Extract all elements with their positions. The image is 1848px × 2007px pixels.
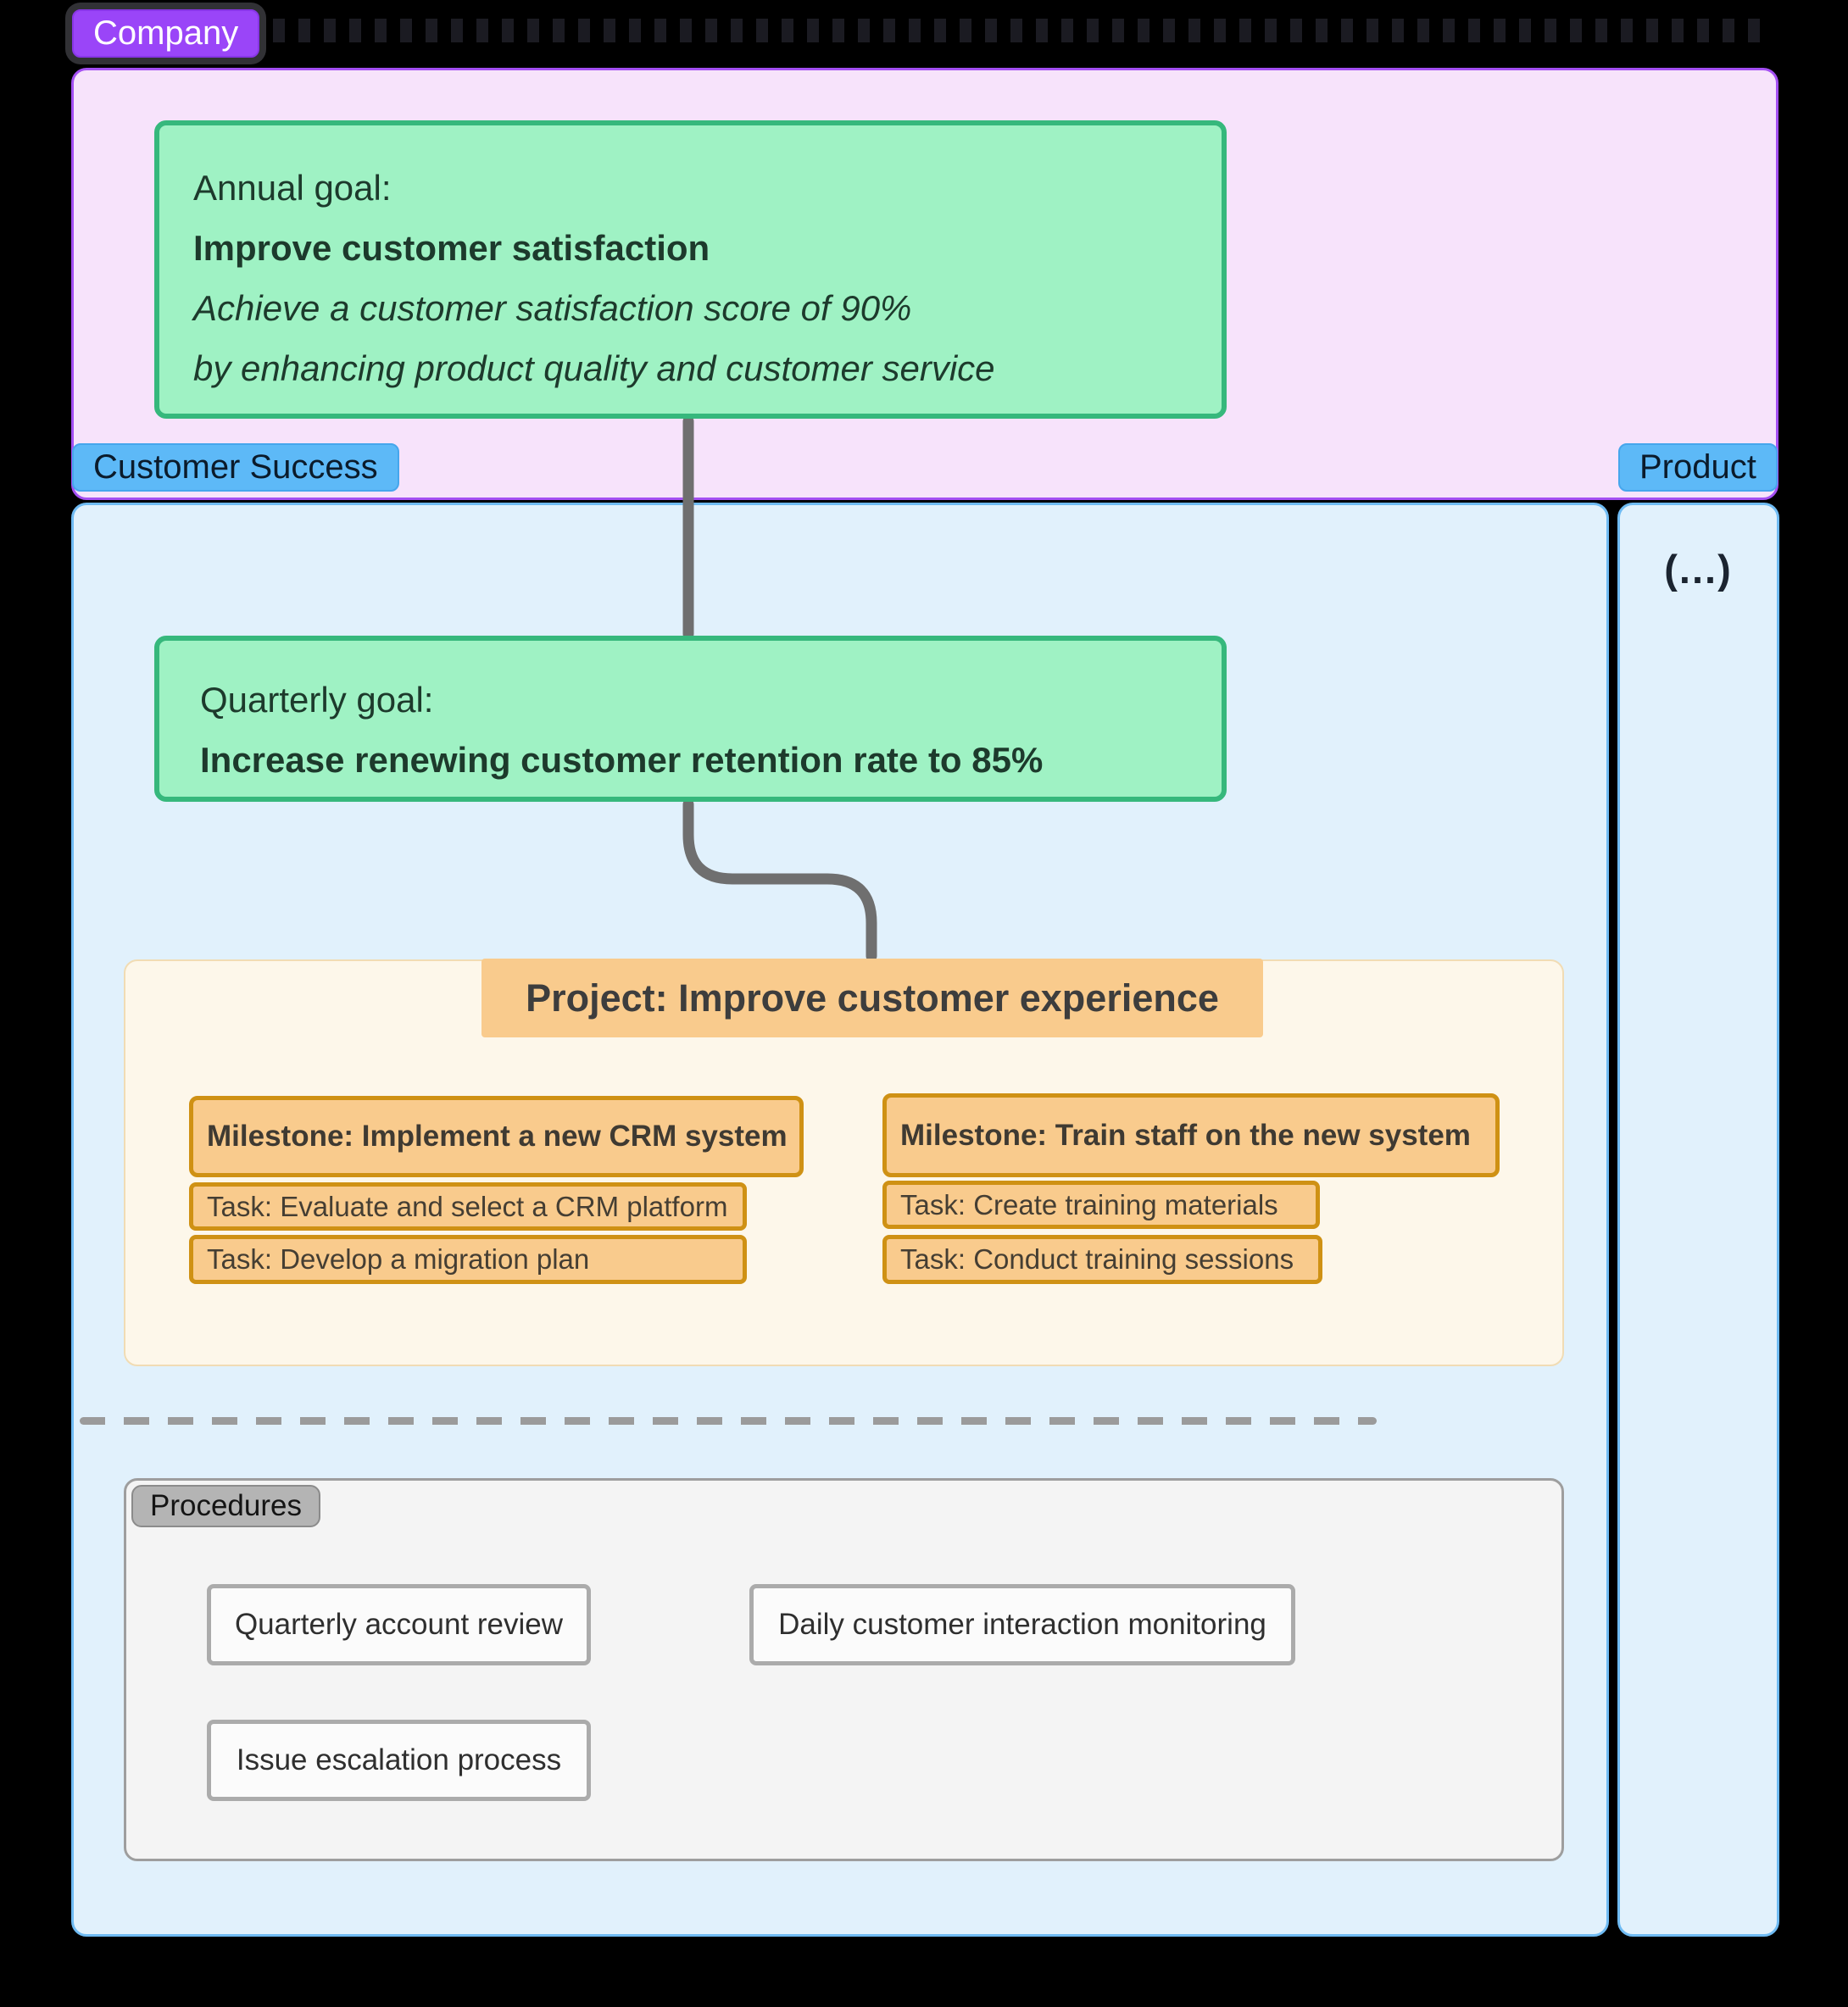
- task-create-training-materials: Task: Create training materials: [882, 1181, 1320, 1229]
- annual-goal-title: Improve customer satisfaction: [193, 228, 710, 268]
- quarterly-to-project-connector: [682, 798, 877, 962]
- dashed-separator: [80, 1417, 1377, 1425]
- product-container: (...): [1617, 503, 1779, 1937]
- company-badge: Company: [72, 9, 260, 58]
- procedures-badge-label: Procedures: [150, 1489, 302, 1522]
- task-conduct-training-sessions: Task: Conduct training sessions: [882, 1235, 1322, 1284]
- milestone-train-staff: Milestone: Train staff on the new system: [882, 1093, 1500, 1177]
- annual-goal-card: Annual goal: Improve customer satisfacti…: [154, 120, 1227, 419]
- product-collapsed-placeholder: (...): [1664, 547, 1733, 592]
- procedure-quarterly-account-review: Quarterly account review: [207, 1584, 591, 1665]
- procedure-daily-interaction-monitoring: Daily customer interaction monitoring: [749, 1584, 1295, 1665]
- customer-success-badge-label: Customer Success: [93, 448, 378, 486]
- company-badge-label: Company: [93, 14, 239, 52]
- task-evaluate-crm-platform: Task: Evaluate and select a CRM platform: [189, 1182, 747, 1231]
- task-develop-migration-plan: Task: Develop a migration plan: [189, 1235, 747, 1284]
- procedures-container: [124, 1478, 1564, 1861]
- procedures-badge: Procedures: [131, 1485, 320, 1527]
- project-title: Project: Improve customer experience: [481, 959, 1263, 1037]
- top-dashes-decoration: [248, 19, 1773, 42]
- product-badge: Product: [1618, 443, 1778, 492]
- product-badge-label: Product: [1639, 448, 1756, 486]
- annual-goal-description-line1: Achieve a customer satisfaction score of…: [193, 288, 912, 328]
- quarterly-goal-card: Quarterly goal: Increase renewing custom…: [154, 636, 1227, 802]
- annual-goal-label: Annual goal:: [193, 168, 392, 208]
- quarterly-goal-title: Increase renewing customer retention rat…: [200, 740, 1044, 780]
- milestone-crm-system: Milestone: Implement a new CRM system: [189, 1096, 804, 1177]
- customer-success-badge: Customer Success: [72, 443, 399, 492]
- quarterly-goal-label: Quarterly goal:: [200, 680, 434, 720]
- procedure-issue-escalation: Issue escalation process: [207, 1720, 591, 1801]
- annual-goal-description-line2: by enhancing product quality and custome…: [193, 348, 995, 388]
